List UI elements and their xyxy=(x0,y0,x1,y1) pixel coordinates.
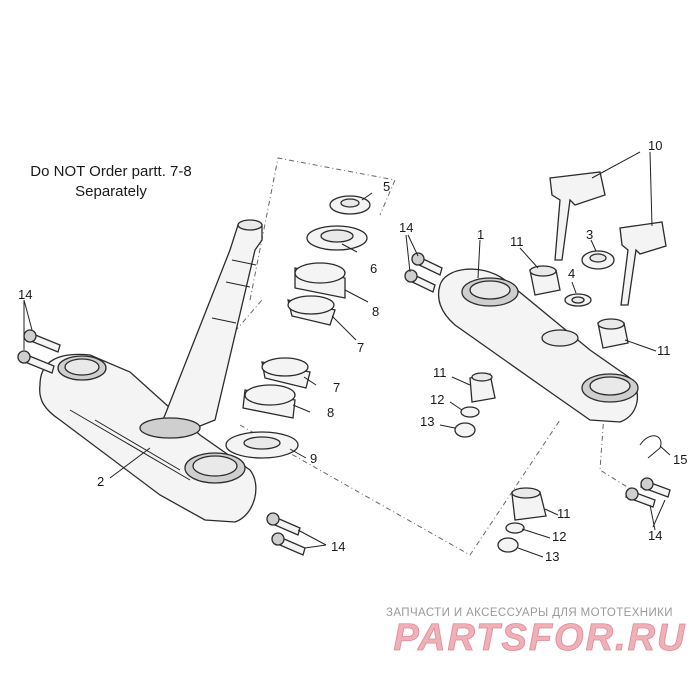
callout-12-bottom: 12 xyxy=(552,529,567,544)
watermark-logo: PARTSFOR.RU xyxy=(394,617,687,659)
washers-nuts xyxy=(454,406,525,553)
handlebar-risers xyxy=(549,171,667,306)
callout-11-middle: 11 xyxy=(433,365,447,380)
callout-12-middle: 12 xyxy=(430,392,445,407)
order-note: Do NOT Order partt. 7-8 Separately xyxy=(6,162,216,202)
callout-7-lower: 7 xyxy=(333,380,341,395)
order-note-line1: Do NOT Order partt. 7-8 xyxy=(30,163,192,180)
callout-14-lower-right: 14 xyxy=(648,528,663,543)
watermark-tagline: ЗАПЧАСТИ И АКСЕССУАРЫ ДЛЯ МОТОТЕХНИКИ xyxy=(386,607,673,619)
callout-11-top: 11 xyxy=(510,234,524,249)
callout-5: 5 xyxy=(383,179,391,194)
callout-9: 9 xyxy=(310,451,318,466)
bolt-group-lower-right xyxy=(625,477,671,508)
bolt-group-bottom xyxy=(266,512,306,556)
bolt-group-left xyxy=(17,329,61,374)
callout-2: 2 xyxy=(97,474,105,489)
callout-6: 6 xyxy=(370,261,378,276)
callout-8-upper: 8 xyxy=(372,304,380,319)
callout-3: 3 xyxy=(586,227,594,242)
upper-triple-clamp xyxy=(437,268,639,423)
callout-4: 4 xyxy=(568,266,576,281)
grommets xyxy=(469,265,629,521)
callout-7-upper: 7 xyxy=(357,340,365,355)
callout-15: 15 xyxy=(673,452,688,467)
bearing-stack xyxy=(225,195,371,459)
steering-stem xyxy=(139,219,263,439)
callout-13-bottom: 13 xyxy=(545,549,560,564)
nut-and-washer xyxy=(564,250,615,307)
clip xyxy=(639,435,662,459)
callout-13-middle: 13 xyxy=(420,414,435,429)
callout-1: 1 xyxy=(477,227,485,242)
callout-11-right: 11 xyxy=(657,343,671,358)
callout-14-left: 14 xyxy=(18,287,33,302)
callout-8-lower: 8 xyxy=(327,405,335,420)
lower-triple-clamp xyxy=(39,353,257,523)
leader-lines xyxy=(23,151,671,558)
callout-14-upper-right: 14 xyxy=(399,220,414,235)
callout-11-bottom: 11 xyxy=(557,506,571,521)
callout-14-bottom: 14 xyxy=(331,539,346,554)
callout-10: 10 xyxy=(648,138,663,153)
order-note-line2: Separately xyxy=(75,183,147,200)
bolt-group-upper-right xyxy=(404,252,443,293)
